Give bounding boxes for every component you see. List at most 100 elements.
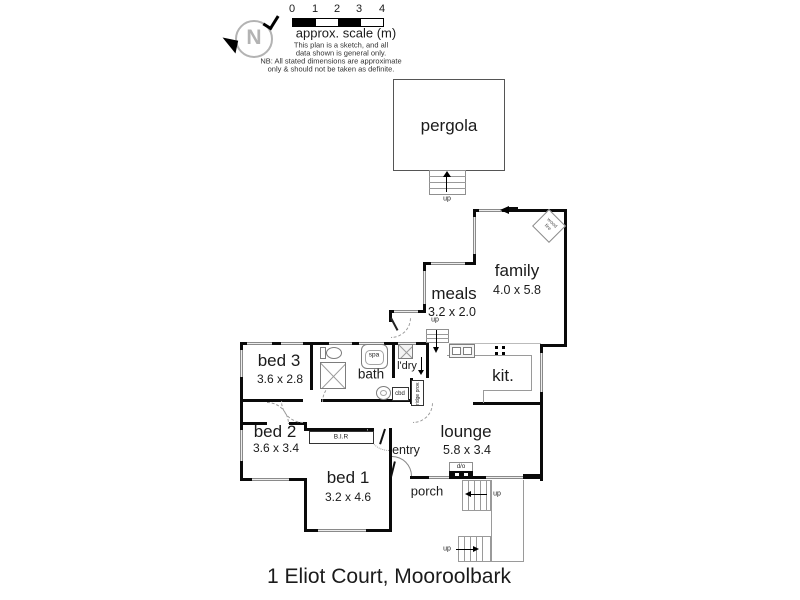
room-label-pergola: pergola	[420, 116, 478, 135]
sliding-door-marker	[509, 207, 518, 212]
window	[540, 353, 543, 392]
nb-note-1: NB: All stated dimensions are approximat…	[260, 56, 402, 66]
scale-tick: 3	[355, 3, 363, 15]
pergola-outline	[393, 79, 505, 171]
scale-tick: 4	[378, 3, 386, 15]
wall	[240, 422, 267, 425]
up-arrow	[470, 494, 487, 495]
step-tread	[486, 480, 487, 511]
toilet-cistern	[320, 347, 326, 359]
step-tread	[426, 334, 449, 335]
room-dims-lounge: 5.8 x 3.4	[443, 443, 491, 457]
window	[318, 529, 366, 532]
floor-edge	[449, 343, 541, 344]
laundry-trough	[398, 344, 413, 359]
room-dims-family: 4.0 x 5.8	[493, 283, 541, 297]
compass-letter: N	[246, 26, 262, 49]
window	[479, 209, 502, 212]
bench-edge	[531, 355, 532, 391]
room-dims-meals: 3.2 x 2.0	[428, 305, 476, 319]
laundry-arrowhead-icon	[418, 370, 424, 375]
scale-tick: 2	[333, 3, 341, 15]
room-label-bath: bath	[357, 366, 385, 382]
shower	[320, 362, 346, 389]
step-tread	[482, 536, 483, 562]
built-in-robe-label: B.I.R	[333, 433, 349, 441]
window	[329, 342, 352, 345]
bench-edge	[447, 355, 532, 356]
vanity-basin-inner	[380, 390, 387, 396]
window	[429, 476, 453, 479]
scale-tick: 1	[311, 3, 319, 15]
room-dims-bed3: 3.6 x 2.8	[256, 372, 304, 386]
up-arrowhead-icon	[443, 171, 451, 177]
window	[486, 476, 524, 479]
up-label: up	[443, 545, 451, 553]
wall	[473, 209, 567, 212]
wall	[426, 342, 429, 378]
room-label-porch: porch	[410, 483, 444, 499]
scale-label: approx. scale (m)	[295, 25, 397, 41]
sliding-door-marker	[449, 471, 473, 479]
sliding-door-arrow-icon	[500, 206, 509, 214]
window	[281, 342, 303, 345]
wall	[564, 209, 567, 347]
room-dims-bed2: 3.6 x 3.4	[252, 441, 300, 455]
nb-note-2: only & should not be taken as definite.	[267, 64, 395, 74]
bench-edge	[483, 390, 532, 391]
wall	[240, 342, 243, 481]
window	[252, 478, 289, 481]
left-arrowhead-icon	[465, 491, 471, 497]
window	[423, 271, 426, 304]
fireplace-label: wood fire	[543, 216, 558, 232]
bench-edge	[483, 390, 484, 403]
room-label-laundry: l'dry	[397, 360, 417, 372]
address-title: 1 Eliot Court, Mooroolbark	[267, 565, 511, 588]
scale-bar-segments	[292, 18, 384, 27]
window	[247, 342, 272, 345]
right-arrowhead-icon	[473, 546, 479, 552]
room-label-bed2: bed 2	[253, 422, 297, 441]
down-arrow	[436, 330, 437, 348]
wall	[304, 478, 307, 532]
up-arrow	[446, 176, 447, 192]
cooktop-burner	[502, 346, 505, 349]
cooktop-burner	[495, 352, 498, 355]
wall	[541, 344, 567, 347]
up-label: up	[431, 316, 439, 324]
corner-fireplace: wood fire	[532, 209, 566, 243]
wall	[473, 402, 543, 405]
wall	[304, 428, 374, 431]
wall	[523, 474, 543, 479]
wall	[389, 310, 392, 322]
up-arrow	[456, 549, 474, 550]
wall	[389, 428, 392, 532]
wall	[304, 422, 307, 431]
room-label-kitchen: kit.	[492, 366, 514, 385]
down-arrowhead-icon	[433, 347, 439, 353]
sketch-note-2: data shown is general only.	[295, 48, 387, 58]
toilet-bowl	[326, 347, 342, 359]
door-arc	[413, 403, 433, 423]
laundry-arrow	[421, 357, 422, 371]
fridge-provision-box: fridge prov.	[411, 380, 424, 406]
sliding-door-notch	[464, 473, 468, 476]
stove-door	[463, 347, 472, 355]
wall	[240, 399, 303, 402]
room-label-bed1: bed 1	[326, 468, 370, 487]
step-tread	[480, 480, 481, 511]
spa-label: spa	[368, 351, 380, 359]
scale-tick: 0	[288, 3, 296, 15]
wall	[363, 399, 413, 402]
cupboard-box	[392, 387, 409, 401]
window	[473, 217, 476, 254]
wall	[289, 422, 307, 425]
window	[431, 262, 465, 265]
cooktop-burner	[495, 346, 498, 349]
window	[240, 350, 243, 377]
built-in-robe-box	[309, 431, 374, 444]
wall	[540, 344, 543, 481]
compass-circle	[235, 20, 273, 58]
compass-tail-icon	[219, 37, 239, 54]
room-label-entry: entry	[392, 443, 420, 457]
